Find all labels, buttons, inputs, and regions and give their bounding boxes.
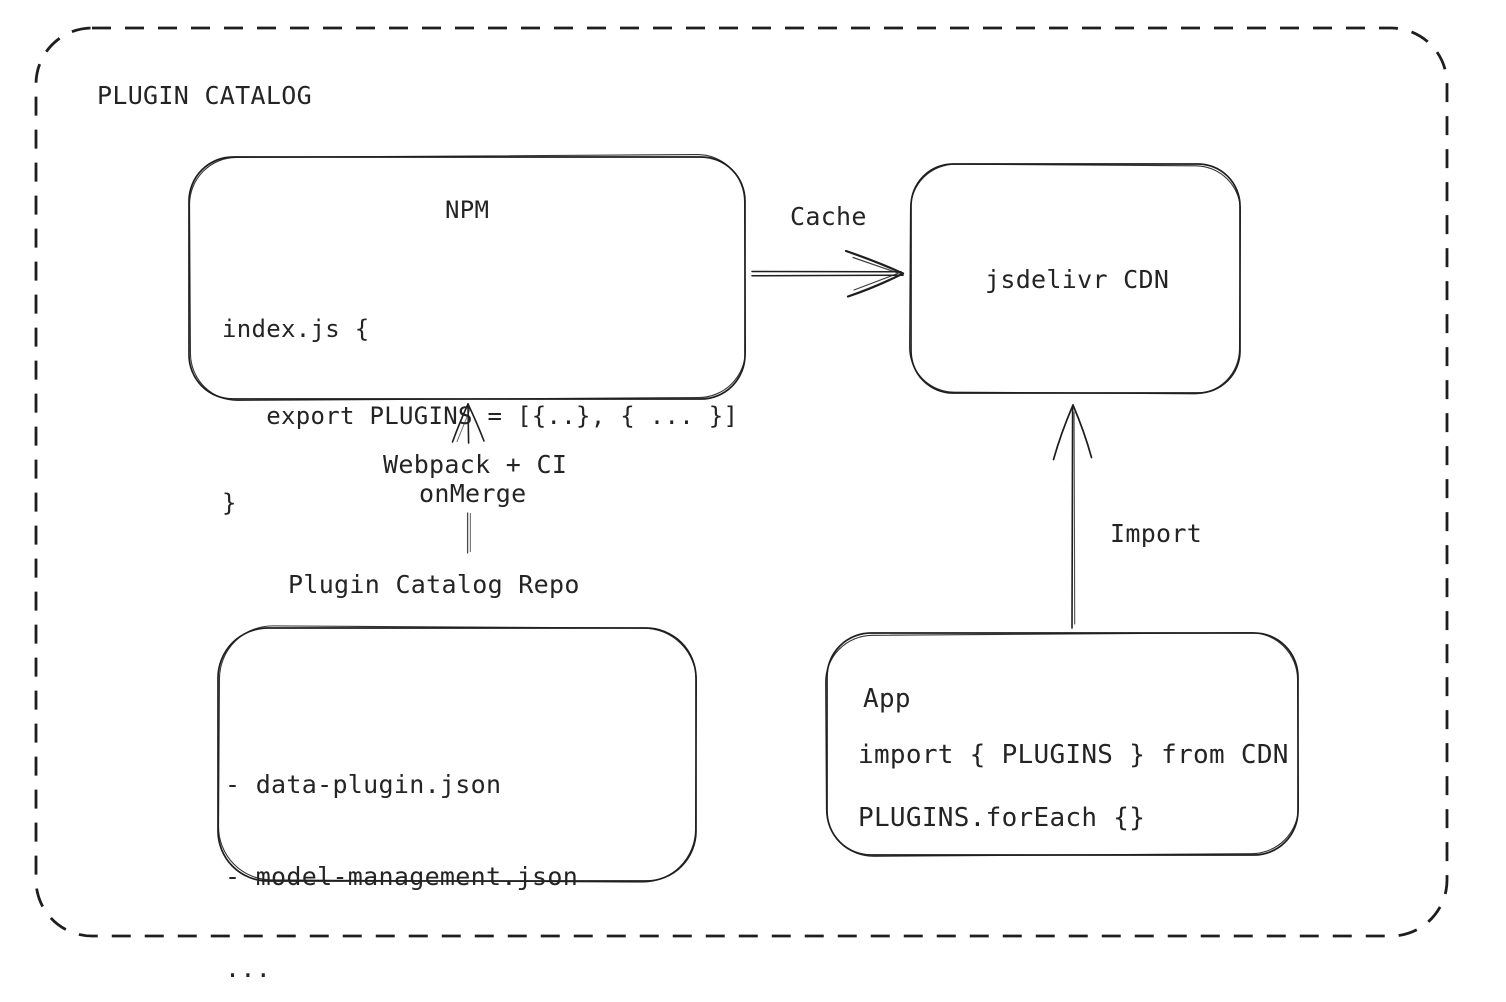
build-arrow-label-line1: Webpack + CI bbox=[383, 450, 568, 479]
app-box-shape bbox=[825, 632, 1299, 857]
cache-arrow bbox=[751, 249, 905, 298]
repo-node-title: Plugin Catalog Repo bbox=[288, 570, 580, 599]
cdn-box-shape bbox=[908, 163, 1242, 395]
cache-arrow-label: Cache bbox=[790, 202, 867, 231]
app-code-line: import { PLUGINS } from CDN bbox=[858, 740, 1289, 770]
cdn-node-label: jsdelivr CDN bbox=[985, 265, 1170, 294]
npm-code-line: export PLUGINS = [{..}, { ... }] bbox=[222, 401, 739, 430]
npm-node-title: NPM bbox=[445, 196, 490, 224]
app-node-title: App bbox=[863, 684, 911, 714]
app-code-line: PLUGINS.forEach {} bbox=[858, 803, 1146, 833]
npm-box-shape bbox=[188, 154, 746, 401]
import-arrow bbox=[1052, 404, 1093, 629]
build-arrow bbox=[451, 403, 485, 554]
repo-file-list: - data-plugin.json - model-management.js… bbox=[225, 710, 578, 1002]
repo-box-shape bbox=[217, 625, 697, 883]
repo-file-item: ... bbox=[225, 954, 272, 983]
repo-file-item: - data-plugin.json bbox=[225, 770, 502, 799]
catalog-boundary-dashed-box bbox=[34, 26, 1449, 938]
npm-code-line: index.js { bbox=[222, 314, 370, 343]
diagram-title: PLUGIN CATALOG bbox=[97, 81, 312, 110]
import-arrow-label: Import bbox=[1110, 519, 1203, 548]
build-arrow-label-line2: onMerge bbox=[419, 479, 527, 508]
repo-file-item: - model-management.json bbox=[225, 862, 579, 891]
npm-code-line: } bbox=[222, 488, 237, 517]
npm-code-block: index.js { export PLUGINS = [{..}, { ...… bbox=[222, 257, 738, 576]
